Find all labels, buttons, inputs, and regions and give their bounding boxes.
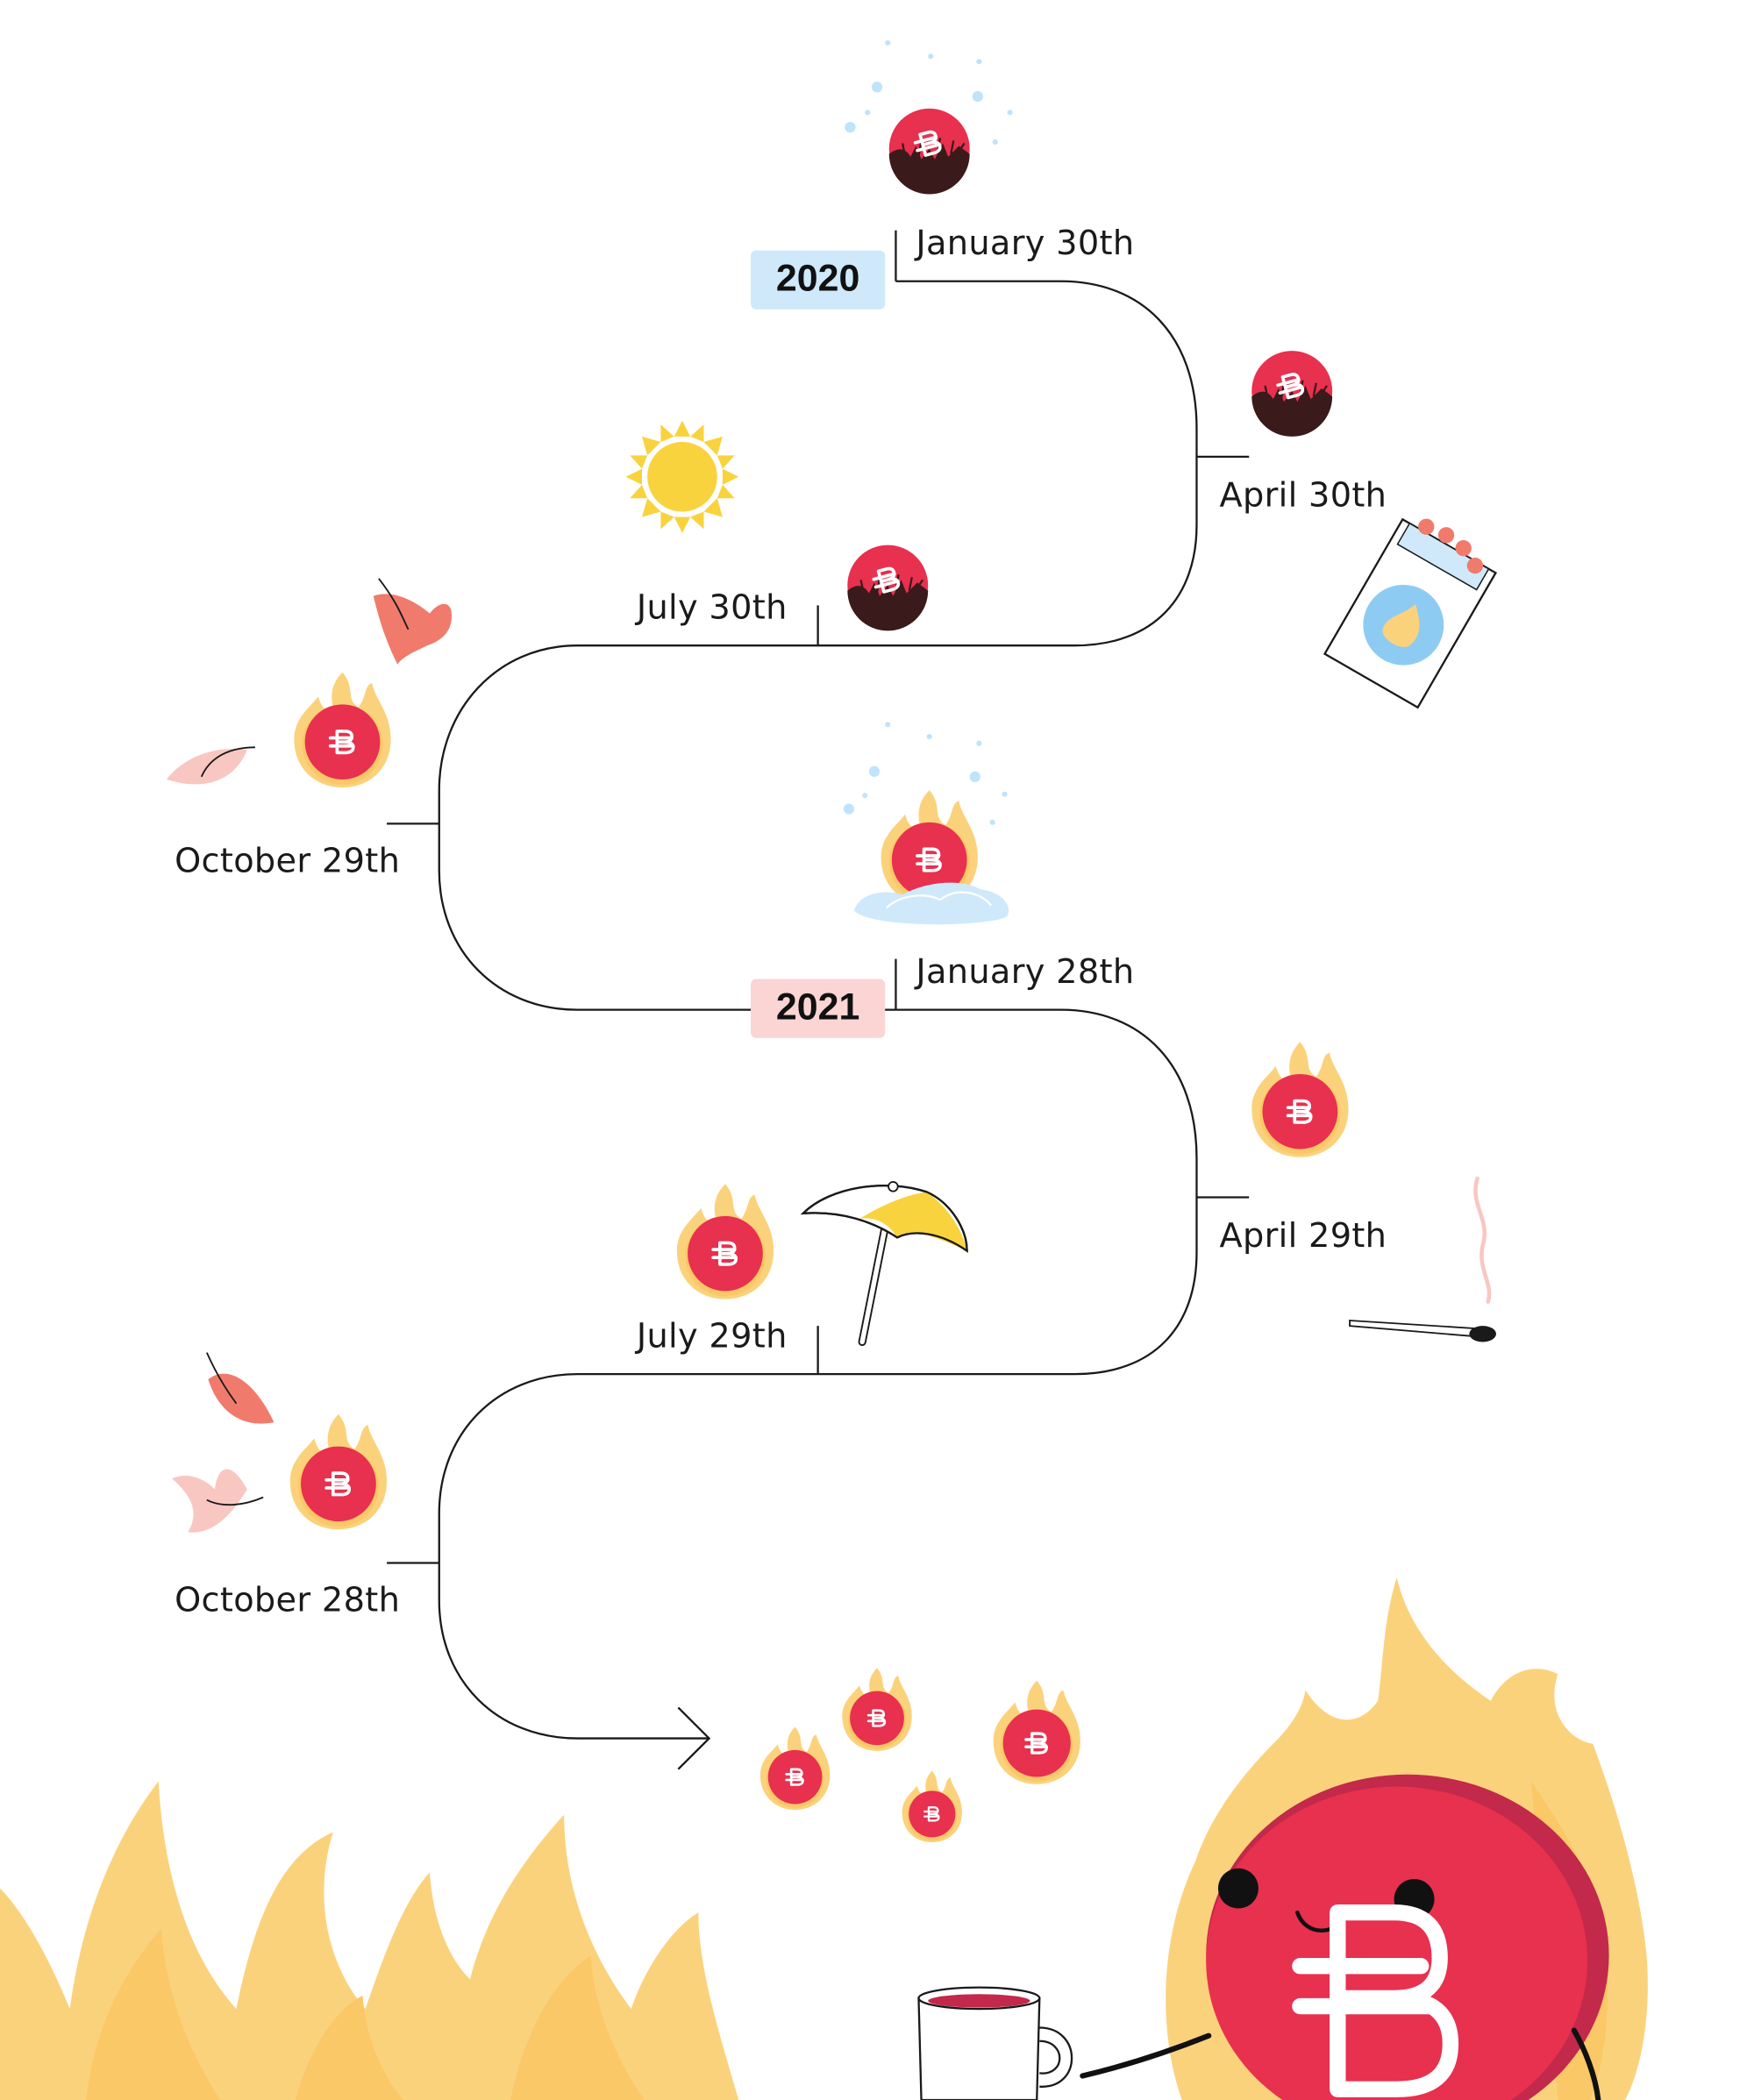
milestone-label: October 29th [175,841,401,880]
sun-icon [625,420,739,533]
coin-icon [889,109,970,195]
lit-match-icon [1349,1176,1496,1342]
mug-icon [917,1986,1073,2100]
snowflake-dots-icon [843,722,1008,825]
leaf-icon [172,1352,275,1533]
year-badge-2021: 2021 [751,979,886,1038]
coin-icon [847,545,928,631]
milestone-label: January 28th [916,951,1135,992]
milestone-label: October 28th [175,1580,401,1619]
fire-icon [0,1781,739,2100]
flame-coin-icon [1251,1042,1348,1157]
snow-pile-icon [853,882,1009,925]
snowflake-dots-icon [845,39,1013,145]
flame-coin-icon [290,1414,387,1529]
matchbox-icon [1323,517,1497,709]
beach-umbrella-icon [800,1181,968,1347]
coin-mascot-icon [1080,1577,1648,2100]
milestone-label: April 30th [1219,475,1387,515]
flame-coin-icon [902,1771,962,1842]
milestone-label: January 30th [916,224,1135,263]
arrow-head-icon [677,1706,711,1770]
flame-coin-icon [677,1184,774,1299]
milestone-label: July 29th [636,1316,788,1356]
year-badge-2020: 2020 [751,250,886,310]
flame-coin-cluster [760,1668,1080,1842]
leaf-icon [166,578,453,785]
flame-coin-icon [760,1726,830,1810]
flame-coin-icon [994,1681,1080,1784]
flame-coin-icon [294,673,390,787]
milestone-label: April 29th [1219,1215,1387,1256]
coin-icon [1251,351,1332,437]
milestone-label: July 30th [636,587,788,627]
milestone-ticks [387,230,1250,1564]
flame-coin-icon [842,1668,911,1751]
